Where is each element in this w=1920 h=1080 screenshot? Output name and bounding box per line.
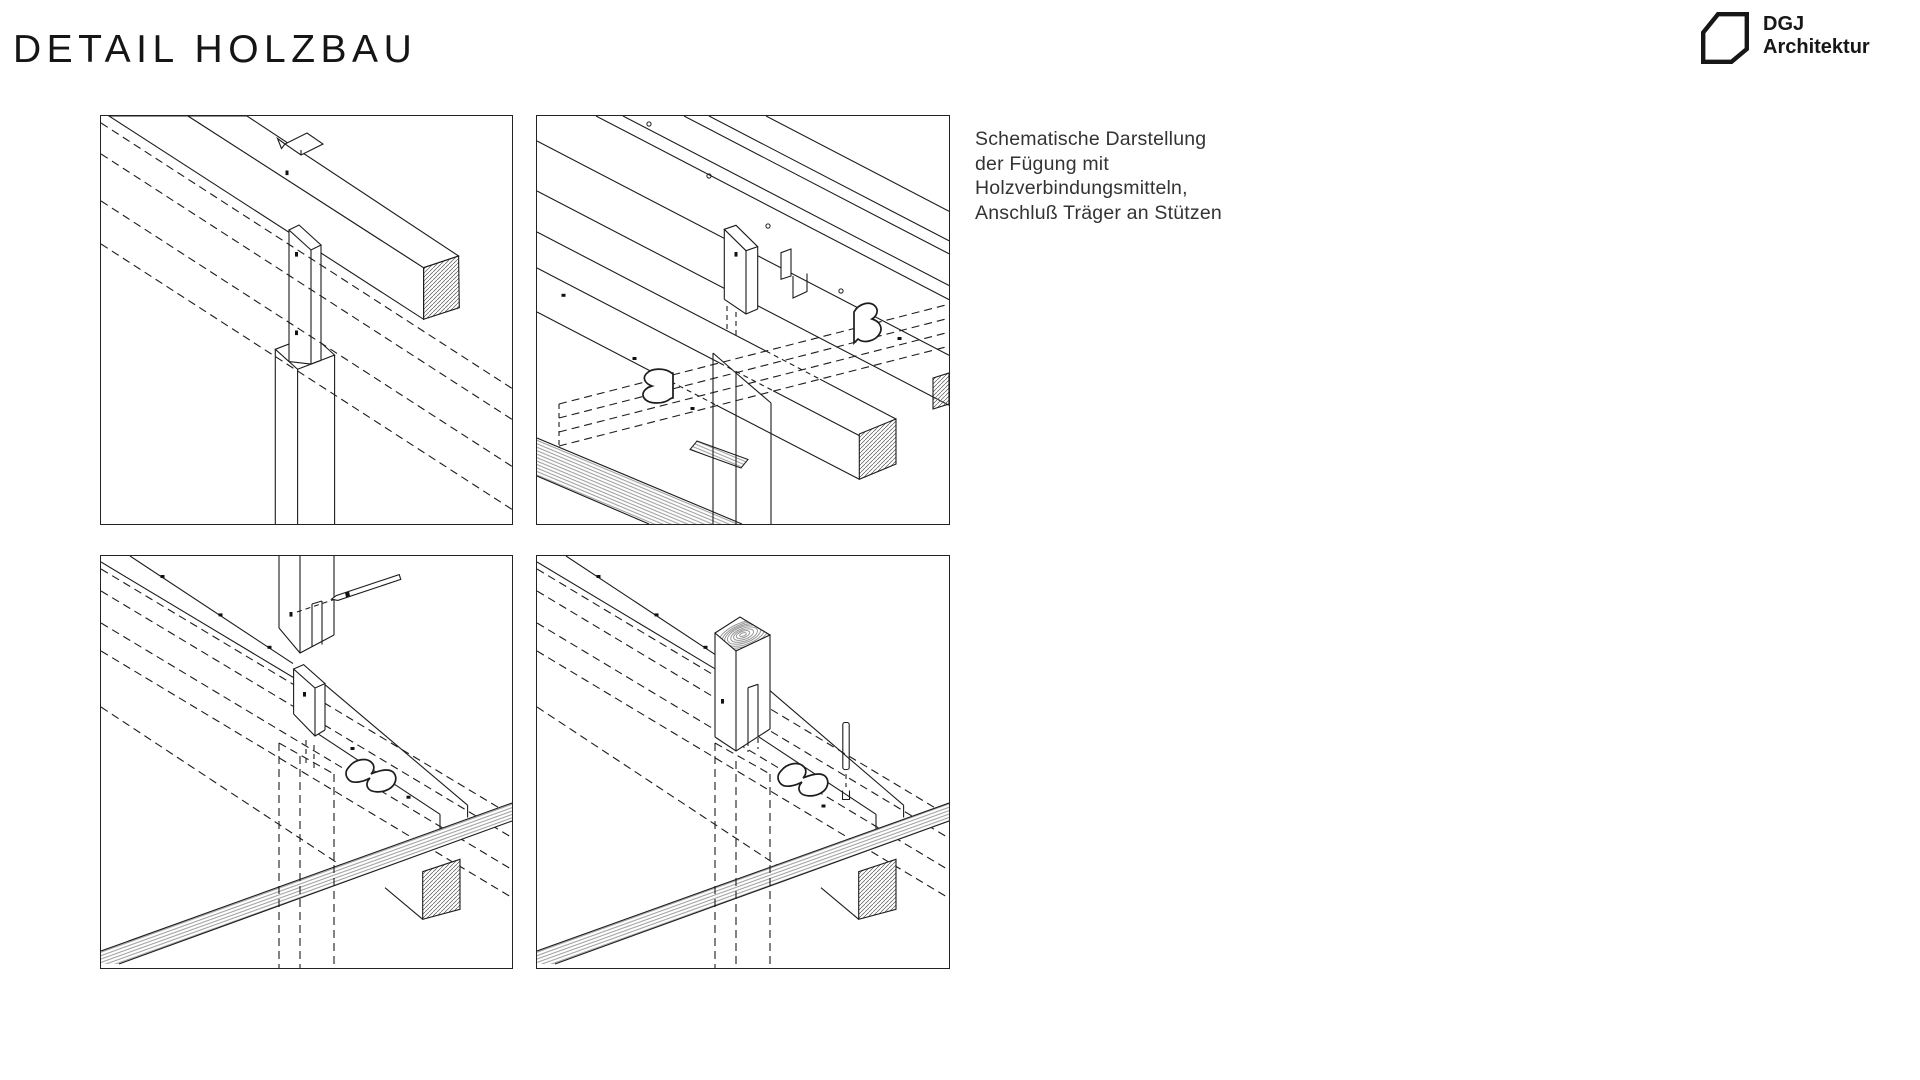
- axonometric-drawing-1: [101, 116, 512, 524]
- cube-logo-icon: [1701, 12, 1749, 64]
- caption-line: der Fügung mit: [975, 152, 1109, 175]
- logo-text: DGJ Architektur: [1763, 12, 1870, 64]
- detail-drawing-joist-girder: [536, 115, 950, 525]
- axonometric-drawing-4: [537, 556, 949, 968]
- caption-line: Schematische Darstellung: [975, 128, 1207, 150]
- caption-line: Holzverbindungsmitteln,: [975, 177, 1188, 200]
- detail-drawing-mortise-tenon: [100, 115, 513, 525]
- axonometric-drawing-2: [537, 116, 949, 524]
- axonometric-drawing-3: [101, 556, 512, 968]
- caption-line: Anschluß Träger an Stützen: [975, 201, 1222, 224]
- page-title: DETAIL HOLZBAU: [13, 28, 418, 72]
- company-logo: DGJ Architektur: [1701, 12, 1870, 64]
- logo-line2: Architektur: [1763, 36, 1870, 58]
- detail-drawing-column-screw: [100, 555, 513, 969]
- caption-text: Schematische Darstellung der Fügung mit …: [975, 127, 1222, 225]
- logo-line1: DGJ: [1763, 13, 1805, 35]
- detail-drawing-column-dowel: [536, 555, 950, 969]
